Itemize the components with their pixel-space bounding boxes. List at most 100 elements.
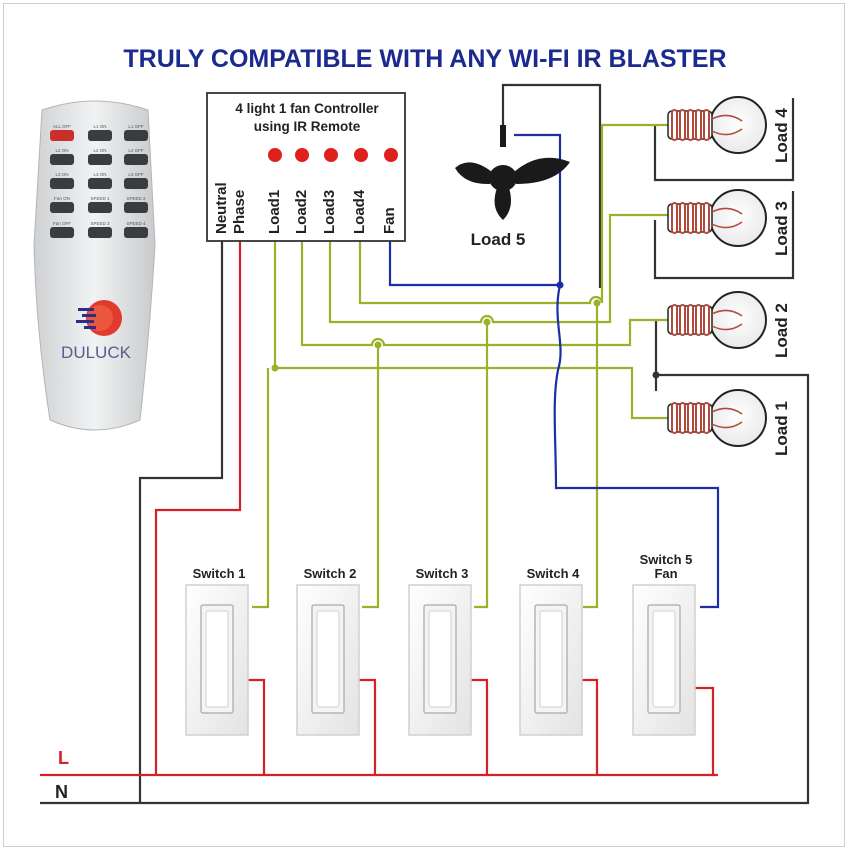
wall-switch-4[interactable]: Switch 4: [519, 566, 583, 736]
neutral-fan-wire: [501, 83, 602, 288]
remote-button[interactable]: [88, 154, 112, 165]
remote-brand: DULUCK: [61, 343, 132, 362]
live-switch-2: [355, 678, 377, 775]
switch-label: Switch 4: [527, 566, 581, 581]
remote-button-label: L3 OFF: [128, 172, 144, 177]
switch-label-line1: Switch 5: [640, 552, 693, 567]
remote-button-label: L1 ON: [93, 124, 106, 129]
remote-button[interactable]: [50, 178, 74, 189]
led-indicator-load3: [324, 148, 338, 162]
remote-button[interactable]: [88, 227, 112, 238]
junction-dot: [652, 371, 660, 379]
remote-button-label: SPEED 4: [126, 221, 146, 226]
bulb-group: Load 4 Load 3 Load 2 Load 1: [667, 96, 791, 456]
ceiling-fan-icon: [455, 125, 570, 220]
remote-button-label: SPEED 3: [90, 221, 110, 226]
junction-dot: [593, 299, 601, 307]
switch-label: Switch 3: [416, 566, 469, 581]
terminal-label-load3: Load3: [321, 190, 338, 234]
remote-button-label: L3 ON: [55, 172, 68, 177]
remote-button[interactable]: [88, 178, 112, 189]
wall-switch-1[interactable]: Switch 1: [185, 566, 249, 736]
remote-button[interactable]: [88, 202, 112, 213]
remote-button[interactable]: [50, 227, 74, 238]
load-label: Load 2: [772, 303, 791, 358]
remote-button[interactable]: [50, 130, 74, 141]
remote-button-label: L2 ON: [55, 148, 68, 153]
live-switch-5: [692, 686, 715, 775]
remote-button[interactable]: [124, 178, 148, 189]
page-title: TRULY COMPATIBLE WITH ANY WI-FI IR BLAST…: [123, 45, 726, 73]
load2-switch-drop: [362, 345, 380, 609]
neutral-wires: [40, 83, 810, 805]
remote-button-label: Fan OFF: [53, 221, 71, 226]
live-wires: [40, 240, 718, 777]
live-line-label: L: [58, 748, 69, 768]
terminal-label-load2: Load2: [293, 190, 310, 234]
remote-button[interactable]: [124, 227, 148, 238]
controller-title-line1: 4 light 1 fan Controller: [235, 101, 379, 116]
load1-wire: [273, 240, 668, 420]
live-switch-3: [467, 678, 489, 775]
fan-switch-wire: [553, 284, 720, 609]
remote-button-label: ALL OFF: [53, 124, 71, 129]
led-indicator-fan: [384, 148, 398, 162]
load3-switch-drop: [474, 322, 489, 609]
remote-button-label: L1 OFF: [128, 124, 144, 129]
load-label: Load 1: [772, 401, 791, 456]
junction-dot: [271, 364, 279, 372]
load-label: Load 3: [772, 201, 791, 256]
led-indicator-load1: [268, 148, 282, 162]
remote-button-label: SPEED 1: [90, 196, 110, 201]
remote-button-label: Fan ON: [54, 196, 70, 201]
bulb-icon: [667, 96, 767, 154]
load1-switch-drop: [252, 368, 270, 609]
junction-dot: [374, 341, 382, 349]
live-switch-4: [577, 678, 599, 775]
terminal-label-load4: Load4: [351, 189, 368, 234]
switch-group: Switch 1 Switch 2 Switch 3 Switch 4 Switch 5…: [185, 552, 696, 736]
junction-dots: [271, 281, 660, 379]
load-label: Load 4: [772, 108, 791, 163]
bulb-icon: [667, 389, 767, 447]
ir-remote: ALL OFF L1 ON L1 OFF L2 ON L2 ON L2 OFF L3 ON L…: [33, 100, 156, 431]
remote-button[interactable]: [124, 130, 148, 141]
switch-label: Fan: [654, 566, 677, 581]
neutral-controller-wire: [138, 240, 224, 803]
remote-button[interactable]: [124, 154, 148, 165]
load2-wire: [300, 240, 668, 347]
indicator-leds: [268, 148, 398, 162]
led-indicator-load4: [354, 148, 368, 162]
neutral-line-label: N: [55, 782, 68, 802]
wall-switch-3[interactable]: Switch 3: [408, 566, 472, 736]
bulb-icon: [667, 189, 767, 247]
controller-title-line2: using IR Remote: [254, 119, 361, 134]
remote-button[interactable]: [124, 202, 148, 213]
junction-dot: [556, 281, 564, 289]
load-wires: [252, 123, 668, 609]
live-switch-1: [245, 678, 266, 775]
remote-button-label: L2 ON: [93, 148, 106, 153]
neutral-load3-jumper: [653, 191, 795, 280]
remote-button[interactable]: [50, 202, 74, 213]
terminal-label-load1: Load1: [266, 190, 283, 234]
remote-button-label: L3 ON: [93, 172, 106, 177]
load3-wire: [328, 213, 668, 324]
switch-label: Switch 1: [193, 566, 246, 581]
remote-button-label: SPEED 2: [126, 196, 146, 201]
remote-button[interactable]: [88, 130, 112, 141]
remote-button-label: L2 OFF: [128, 148, 144, 153]
remote-button-grid: ALL OFF L1 ON L1 OFF L2 ON L2 ON L2 OFF L3 ON L…: [50, 124, 148, 238]
terminal-label-fan: Fan: [381, 207, 398, 234]
bulb-icon: [667, 291, 767, 349]
junction-dot: [483, 318, 491, 326]
wall-switch-2[interactable]: Switch 2: [296, 566, 360, 736]
controller-box: 4 light 1 fan Controller using IR Remote…: [206, 92, 406, 242]
live-phase-wire: [154, 240, 242, 775]
load4-switch-drop: [583, 303, 599, 609]
switch-label: Switch 2: [304, 566, 357, 581]
neutral-bus: [40, 373, 810, 805]
remote-button[interactable]: [50, 154, 74, 165]
